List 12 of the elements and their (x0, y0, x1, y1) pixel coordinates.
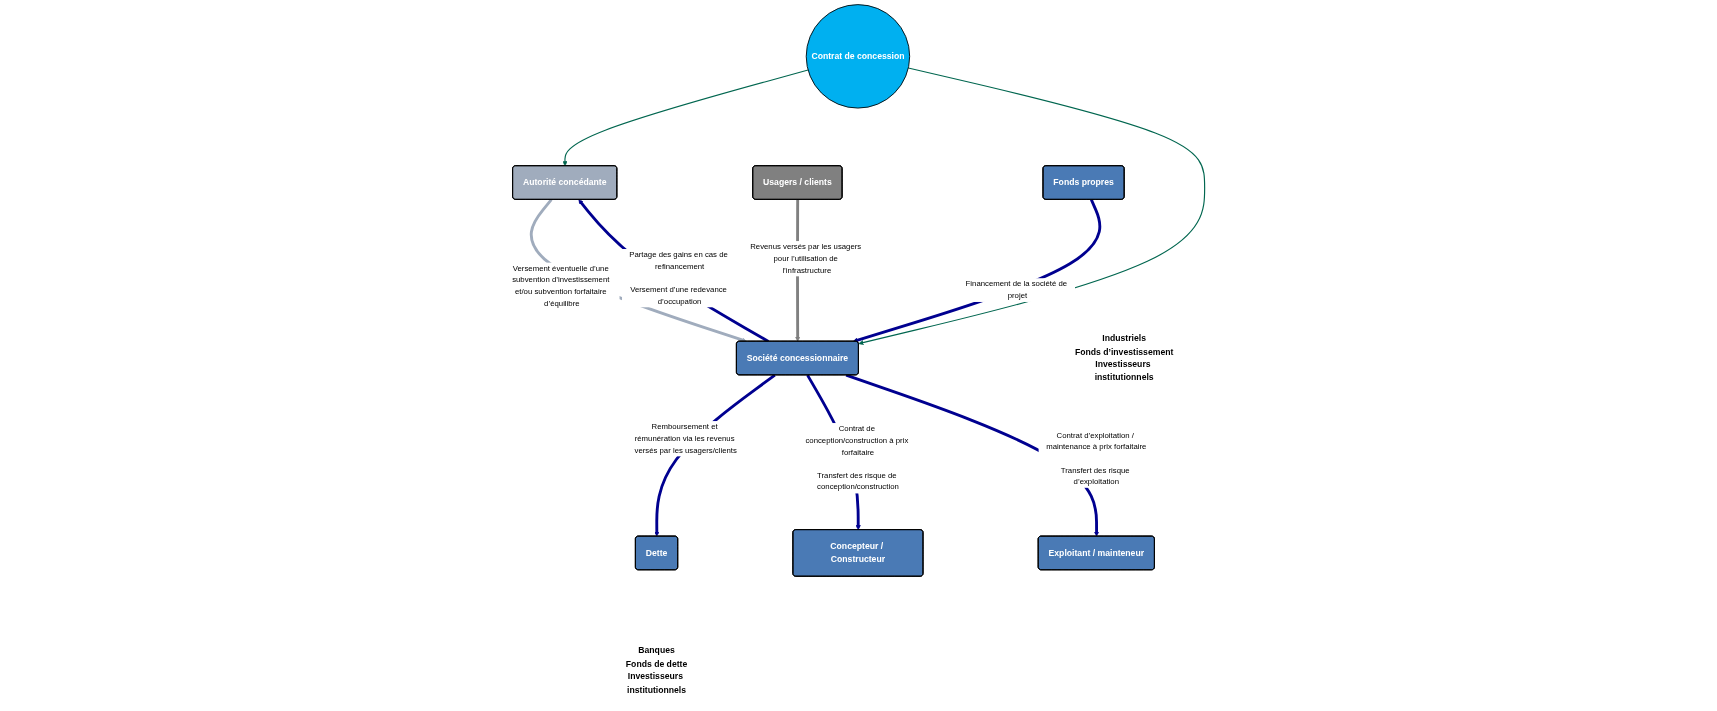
node-label: Investisseurs institutionnels (1094, 359, 1154, 382)
node-label: Fonds de dette (625, 658, 688, 669)
arrow (562, 69, 809, 167)
node-label: Fonds d’investissement (1074, 346, 1174, 356)
node-label: Investisseurs institutionnels (626, 671, 686, 695)
arrow (852, 199, 1102, 343)
arrow (578, 199, 769, 343)
node-label: Industriels (1102, 333, 1146, 344)
node-label: Banques (638, 645, 675, 656)
node-circle: Contrat de concession (805, 4, 910, 109)
arrow (858, 67, 1206, 346)
arrow (529, 198, 747, 343)
